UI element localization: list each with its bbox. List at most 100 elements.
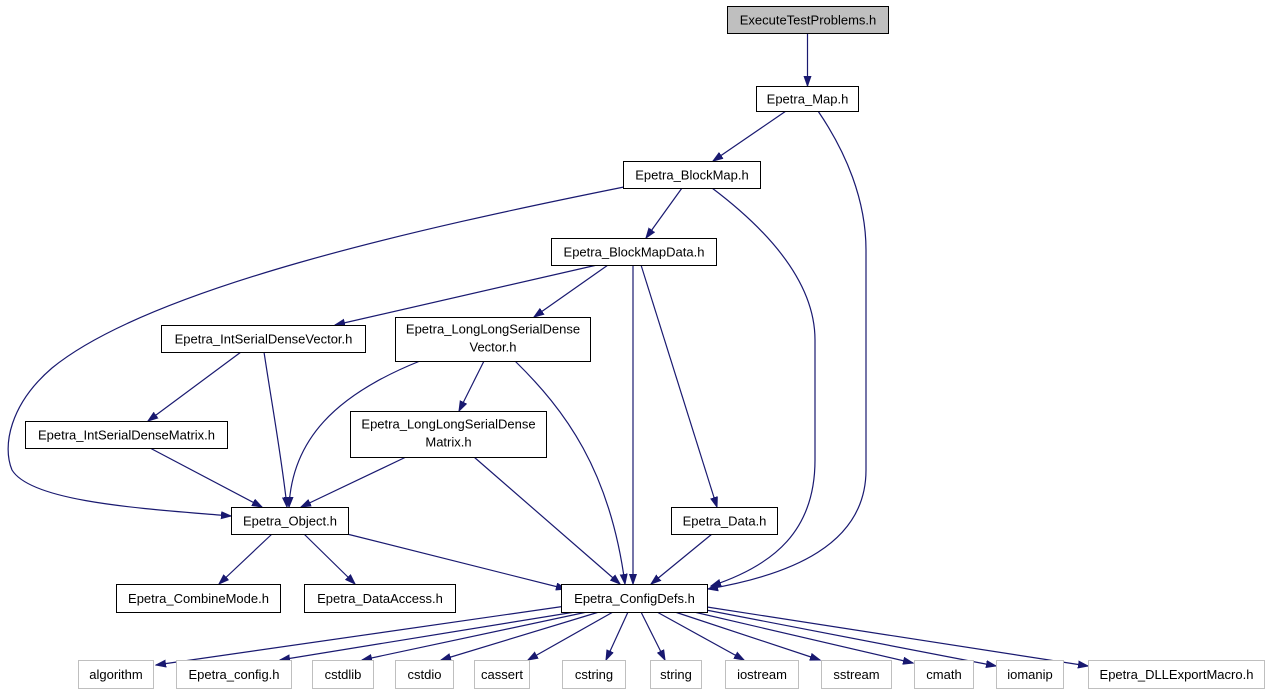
edge-epetra-configdefs-to-cstdio	[441, 611, 600, 660]
edge-epetra-blockmap-to-epetra-object	[7, 186, 625, 516]
node-box	[821, 660, 892, 689]
node-box	[78, 660, 154, 689]
node-epetra-object[interactable]: Epetra_Object.h	[231, 507, 349, 535]
node-box	[996, 660, 1064, 689]
node-epetra-longlongserialdensematrix[interactable]: Epetra_LongLongSerialDense Matrix.h	[350, 411, 547, 458]
node-label: cassert	[481, 667, 523, 682]
node-label: Epetra_BlockMapData.h	[564, 245, 705, 260]
node-iomanip: iomanip	[996, 660, 1064, 689]
node-box	[350, 411, 547, 458]
edge-epetra-longlongserialdensevector-to-epetra-configdefs	[514, 360, 625, 584]
edge-epetra-configdefs-to-cassert	[528, 611, 614, 660]
node-label: iostream	[737, 667, 787, 682]
node-label: iomanip	[1007, 667, 1053, 682]
node-label: cmath	[926, 667, 961, 682]
edge-epetra-configdefs-to-sstream	[674, 611, 820, 660]
node-box	[231, 507, 349, 535]
node-epetra-intserialdensematrix[interactable]: Epetra_IntSerialDenseMatrix.h	[25, 421, 228, 449]
node-label: Epetra_ConfigDefs.h	[574, 591, 695, 606]
node-epetra-data[interactable]: Epetra_Data.h	[671, 507, 778, 535]
edge-epetra-intserialdensevector-to-epetra-intserialdensematrix	[148, 351, 242, 421]
node-epetra-dataaccess[interactable]: Epetra_DataAccess.h	[304, 584, 456, 613]
node-box	[562, 660, 626, 689]
node-box	[304, 584, 456, 613]
node-box	[561, 584, 708, 613]
node-epetra-blockmap[interactable]: Epetra_BlockMap.h	[623, 161, 761, 189]
edge-epetra-configdefs-to-string	[640, 611, 665, 660]
node-label: Epetra_IntSerialDenseVector.h	[175, 332, 353, 347]
node-box	[756, 86, 859, 112]
node-cassert: cassert	[474, 660, 530, 689]
node-epetra-config: Epetra_config.h	[176, 660, 292, 689]
edge-epetra-configdefs-to-iostream	[656, 611, 744, 660]
edge-epetra-intserialdensevector-to-epetra-object	[263, 351, 287, 507]
edge-epetra-blockmap-to-epetra-configdefs	[711, 187, 816, 586]
node-label: Epetra_CombineMode.h	[128, 591, 269, 606]
node-sstream: sstream	[821, 660, 892, 689]
node-epetra-map[interactable]: Epetra_Map.h	[756, 86, 859, 112]
nodes: ExecuteTestProblems.h Epetra_Map.h Epetr…	[25, 6, 1265, 689]
edges	[7, 33, 1088, 666]
edge-epetra-longlongserialdensematrix-to-epetra-object	[301, 456, 407, 507]
node-box	[725, 660, 799, 689]
node-box	[671, 507, 778, 535]
node-label-line-2: Vector.h	[470, 340, 517, 355]
edge-epetra-blockmap-to-epetra-blockmapdata	[646, 187, 683, 238]
node-box	[623, 161, 761, 189]
edge-epetra-data-to-epetra-configdefs	[651, 533, 713, 584]
node-label: Epetra_DataAccess.h	[317, 591, 443, 606]
node-label: Epetra_BlockMap.h	[635, 168, 748, 183]
edge-epetra-configdefs-to-cmath	[693, 611, 913, 663]
node-box	[474, 660, 530, 689]
node-cmath: cmath	[914, 660, 974, 689]
node-label: algorithm	[89, 667, 142, 682]
node-label-line-2: Matrix.h	[425, 435, 471, 450]
node-label-line-1: Epetra_LongLongSerialDense	[361, 417, 535, 432]
node-cstdlib: cstdlib	[312, 660, 374, 689]
node-label: Epetra_config.h	[188, 667, 279, 682]
node-epetra-longlongserialdensevector[interactable]: Epetra_LongLongSerialDense Vector.h	[395, 317, 591, 362]
node-label: ExecuteTestProblems.h	[740, 13, 877, 28]
edge-epetra-longlongserialdensevector-to-epetra-object	[289, 360, 421, 507]
node-epetra-dllexportmacro: Epetra_DLLExportMacro.h	[1088, 660, 1265, 689]
node-epetra-intserialdensevector[interactable]: Epetra_IntSerialDenseVector.h	[161, 325, 366, 353]
edge-epetra-longlongserialdensematrix-to-epetra-configdefs	[473, 456, 620, 584]
node-box	[312, 660, 374, 689]
node-label: string	[660, 667, 692, 682]
node-label: sstream	[833, 667, 879, 682]
node-box	[914, 660, 974, 689]
node-box	[395, 660, 454, 689]
node-label: Epetra_IntSerialDenseMatrix.h	[38, 428, 215, 443]
node-algorithm: algorithm	[78, 660, 154, 689]
edge-epetra-configdefs-to-cstring	[606, 611, 629, 660]
node-epetra-blockmapdata[interactable]: Epetra_BlockMapData.h	[551, 238, 717, 266]
edge-epetra-map-to-epetra-configdefs	[708, 110, 867, 589]
node-label: Epetra_Object.h	[243, 514, 337, 529]
node-epetra-configdefs[interactable]: Epetra_ConfigDefs.h	[561, 584, 708, 613]
node-box	[395, 317, 591, 362]
edge-epetra-blockmapdata-to-epetra-data	[640, 264, 717, 507]
edge-epetra-configdefs-to-iomanip	[705, 609, 996, 666]
edge-epetra-configdefs-to-cstdlib	[362, 611, 588, 660]
node-cstring: cstring	[562, 660, 626, 689]
node-label: Epetra_Data.h	[683, 514, 767, 529]
edge-epetra-configdefs-to-epetra-config	[280, 611, 576, 660]
node-label-line-1: Epetra_LongLongSerialDense	[406, 322, 580, 337]
node-cstdio: cstdio	[395, 660, 454, 689]
edge-epetra-map-to-epetra-blockmap	[713, 110, 787, 161]
node-label: cstdio	[408, 667, 442, 682]
node-box	[25, 421, 228, 449]
node-label: cstdlib	[325, 667, 362, 682]
edge-epetra-configdefs-to-epetra-dllexportmacro	[706, 606, 1088, 666]
edge-epetra-configdefs-to-algorithm	[156, 605, 567, 665]
node-box	[551, 238, 717, 266]
node-executetestproblems: ExecuteTestProblems.h	[727, 6, 889, 34]
node-box	[176, 660, 292, 689]
node-epetra-combinemode[interactable]: Epetra_CombineMode.h	[116, 584, 281, 613]
edge-epetra-blockmapdata-to-epetra-longlongserialdensevector	[534, 264, 609, 317]
node-box	[116, 584, 281, 613]
edge-epetra-object-to-epetra-configdefs	[346, 533, 566, 589]
node-box	[727, 6, 889, 34]
edge-epetra-blockmapdata-to-epetra-intserialdensevector	[335, 264, 598, 325]
node-string: string	[650, 660, 702, 689]
